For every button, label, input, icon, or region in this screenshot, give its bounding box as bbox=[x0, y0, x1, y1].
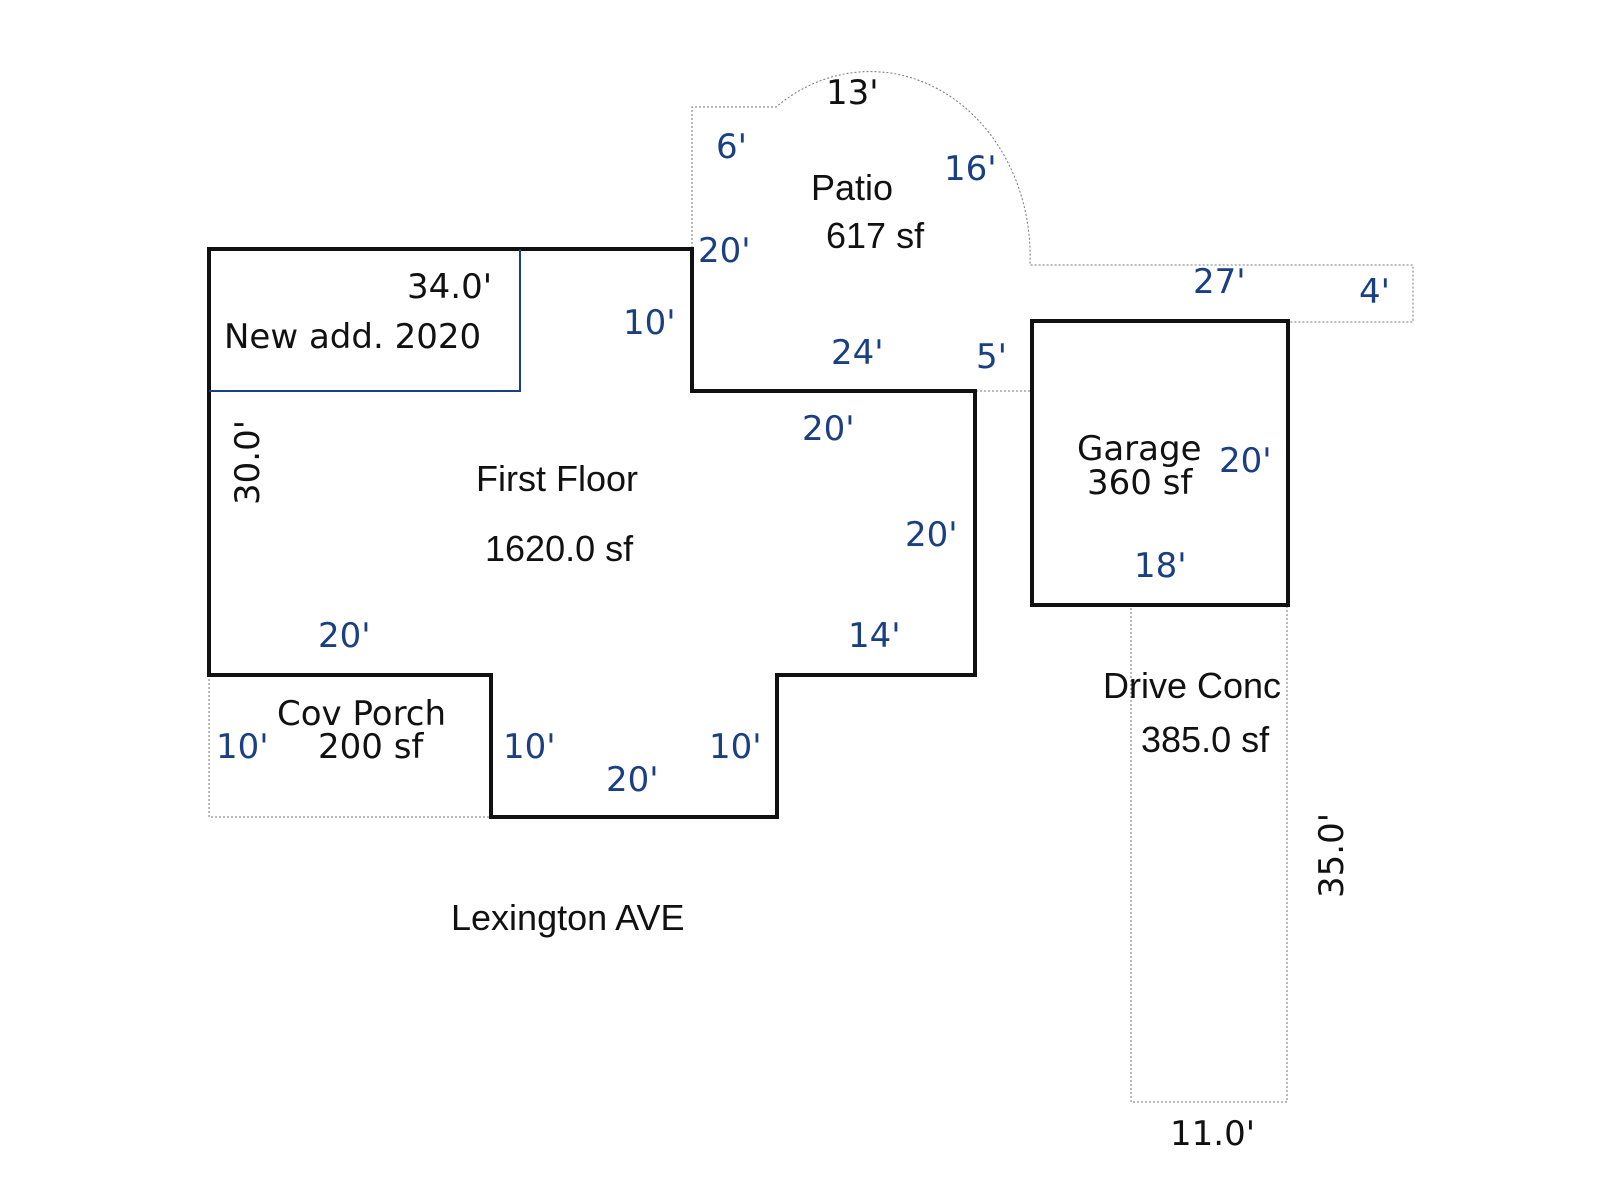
garage-dim-side: 20' bbox=[1219, 441, 1272, 481]
floor-dim-bottom-left: 20' bbox=[318, 616, 371, 656]
garage-walls bbox=[1030, 319, 1290, 607]
patio-dim-arc: 16' bbox=[944, 149, 997, 189]
addition-dim-side: 30.0' bbox=[228, 420, 268, 505]
patio-outline bbox=[691, 71, 1414, 323]
drive-dim-side: 35.0' bbox=[1312, 813, 1352, 898]
floor-dim-bump-left: 10' bbox=[503, 727, 556, 767]
drive-name: Drive Conc bbox=[1103, 665, 1281, 706]
patio-dim-top: 13' bbox=[826, 73, 879, 113]
floor-dim-right-wall: 20' bbox=[905, 515, 958, 555]
garage-area: 360 sf bbox=[1087, 463, 1193, 503]
drive-dim-bottom: 11.0' bbox=[1170, 1114, 1255, 1154]
floor-dim-upper-right-wall: 10' bbox=[623, 303, 676, 343]
first-floor-walls bbox=[207, 247, 977, 819]
first-floor-area: 1620.0 sf bbox=[485, 528, 634, 569]
floor-dim-bump-bottom: 20' bbox=[606, 760, 659, 800]
street-name: Lexington AVE bbox=[451, 897, 685, 938]
patio-area: 617 sf bbox=[826, 215, 925, 256]
drive-area: 385.0 sf bbox=[1141, 719, 1270, 760]
floor-dim-bump-right: 10' bbox=[709, 727, 762, 767]
patio-dim-bottom: 24' bbox=[831, 333, 884, 373]
porch-outline bbox=[208, 675, 491, 818]
patio-dim-gap: 5' bbox=[976, 337, 1007, 377]
patio-dim-left: 6' bbox=[716, 127, 747, 167]
patio-dim-strip-end: 4' bbox=[1359, 272, 1390, 312]
addition-dim-top: 34.0' bbox=[407, 267, 492, 307]
floor-dim-step-bottom: 14' bbox=[848, 616, 901, 656]
porch-dim-side: 10' bbox=[216, 727, 269, 767]
patio-dim-lower-left: 20' bbox=[698, 231, 751, 271]
patio-name: Patio bbox=[811, 167, 893, 208]
garage-dim-bottom: 18' bbox=[1134, 546, 1187, 586]
addition-name: New add. 2020 bbox=[224, 317, 481, 357]
floor-dim-step-top: 20' bbox=[802, 409, 855, 449]
garage-name: Garage bbox=[1077, 429, 1202, 469]
first-floor-name: First Floor bbox=[476, 458, 638, 499]
porch-name: Cov Porch bbox=[277, 694, 446, 734]
addition-boundary bbox=[209, 249, 521, 392]
porch-area: 200 sf bbox=[318, 727, 424, 767]
patio-dim-strip: 27' bbox=[1193, 262, 1246, 302]
